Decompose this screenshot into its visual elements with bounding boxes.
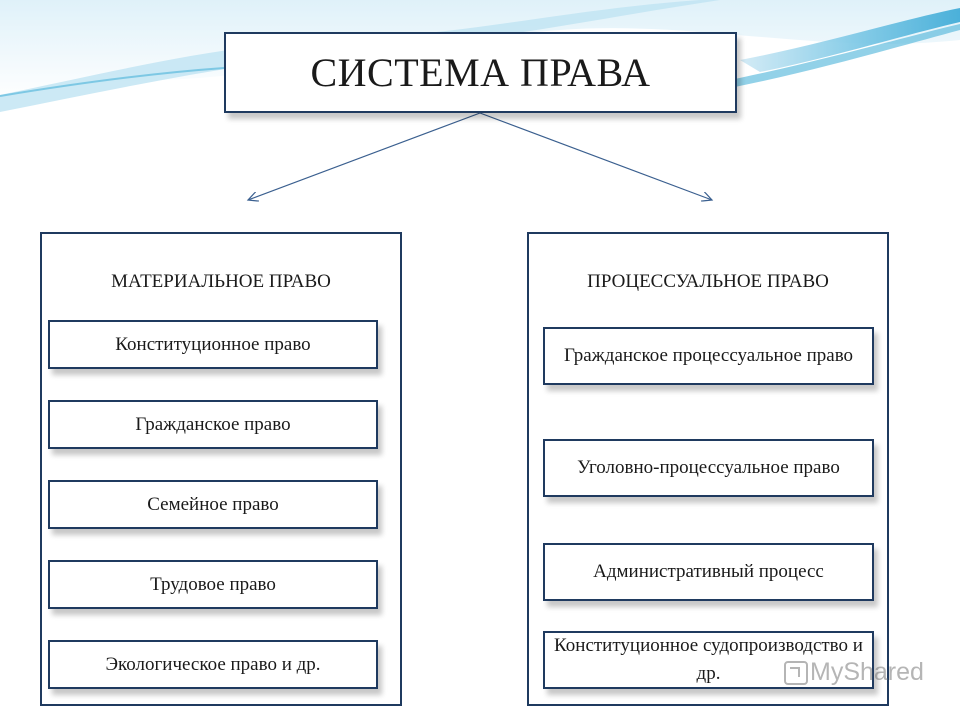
myshared-logo-icon bbox=[784, 660, 808, 685]
procedural-item-label: Гражданское процессуальное право bbox=[563, 345, 854, 366]
procedural-item-civil: Гражданское процессуальное право bbox=[543, 327, 874, 385]
material-law-heading: МАТЕРИАЛЬНОЕ ПРАВО bbox=[111, 271, 331, 292]
watermark: MyShared bbox=[784, 658, 924, 687]
procedural-item-label: Уголовно-процессуальное право bbox=[577, 457, 840, 478]
material-item-label: Гражданское право bbox=[135, 413, 291, 435]
material-item-label: Экологическое право и др. bbox=[105, 653, 321, 675]
material-item-environmental: Экологическое право и др. bbox=[48, 640, 378, 689]
connector-arrow-left bbox=[248, 112, 481, 200]
procedural-item-constitutional: Конституционное судопроизводство и др. bbox=[543, 631, 874, 689]
connector-arrow-right bbox=[479, 112, 712, 200]
diagram-title-text: СИСТЕМА ПРАВА bbox=[310, 50, 651, 95]
material-item-label: Конституционное право bbox=[115, 333, 311, 355]
diagram-title: СИСТЕМА ПРАВА bbox=[224, 32, 737, 113]
material-item-label: Семейное право bbox=[147, 493, 279, 515]
material-law-panel bbox=[40, 232, 402, 706]
material-item-label: Трудовое право bbox=[150, 573, 276, 595]
material-item-constitutional: Конституционное право bbox=[48, 320, 378, 369]
procedural-item-administrative: Административный процесс bbox=[543, 543, 874, 601]
procedural-item-label: Конституционное судопроизводство и др. bbox=[554, 635, 863, 684]
watermark-text: MyShared bbox=[810, 658, 924, 686]
material-item-civil: Гражданское право bbox=[48, 400, 378, 449]
procedural-item-criminal: Уголовно-процессуальное право bbox=[543, 439, 874, 497]
procedural-item-label: Административный процесс bbox=[593, 561, 824, 582]
material-item-family: Семейное право bbox=[48, 480, 378, 529]
material-item-labor: Трудовое право bbox=[48, 560, 378, 609]
procedural-law-heading: ПРОЦЕССУАЛЬНОЕ ПРАВО bbox=[587, 271, 829, 292]
